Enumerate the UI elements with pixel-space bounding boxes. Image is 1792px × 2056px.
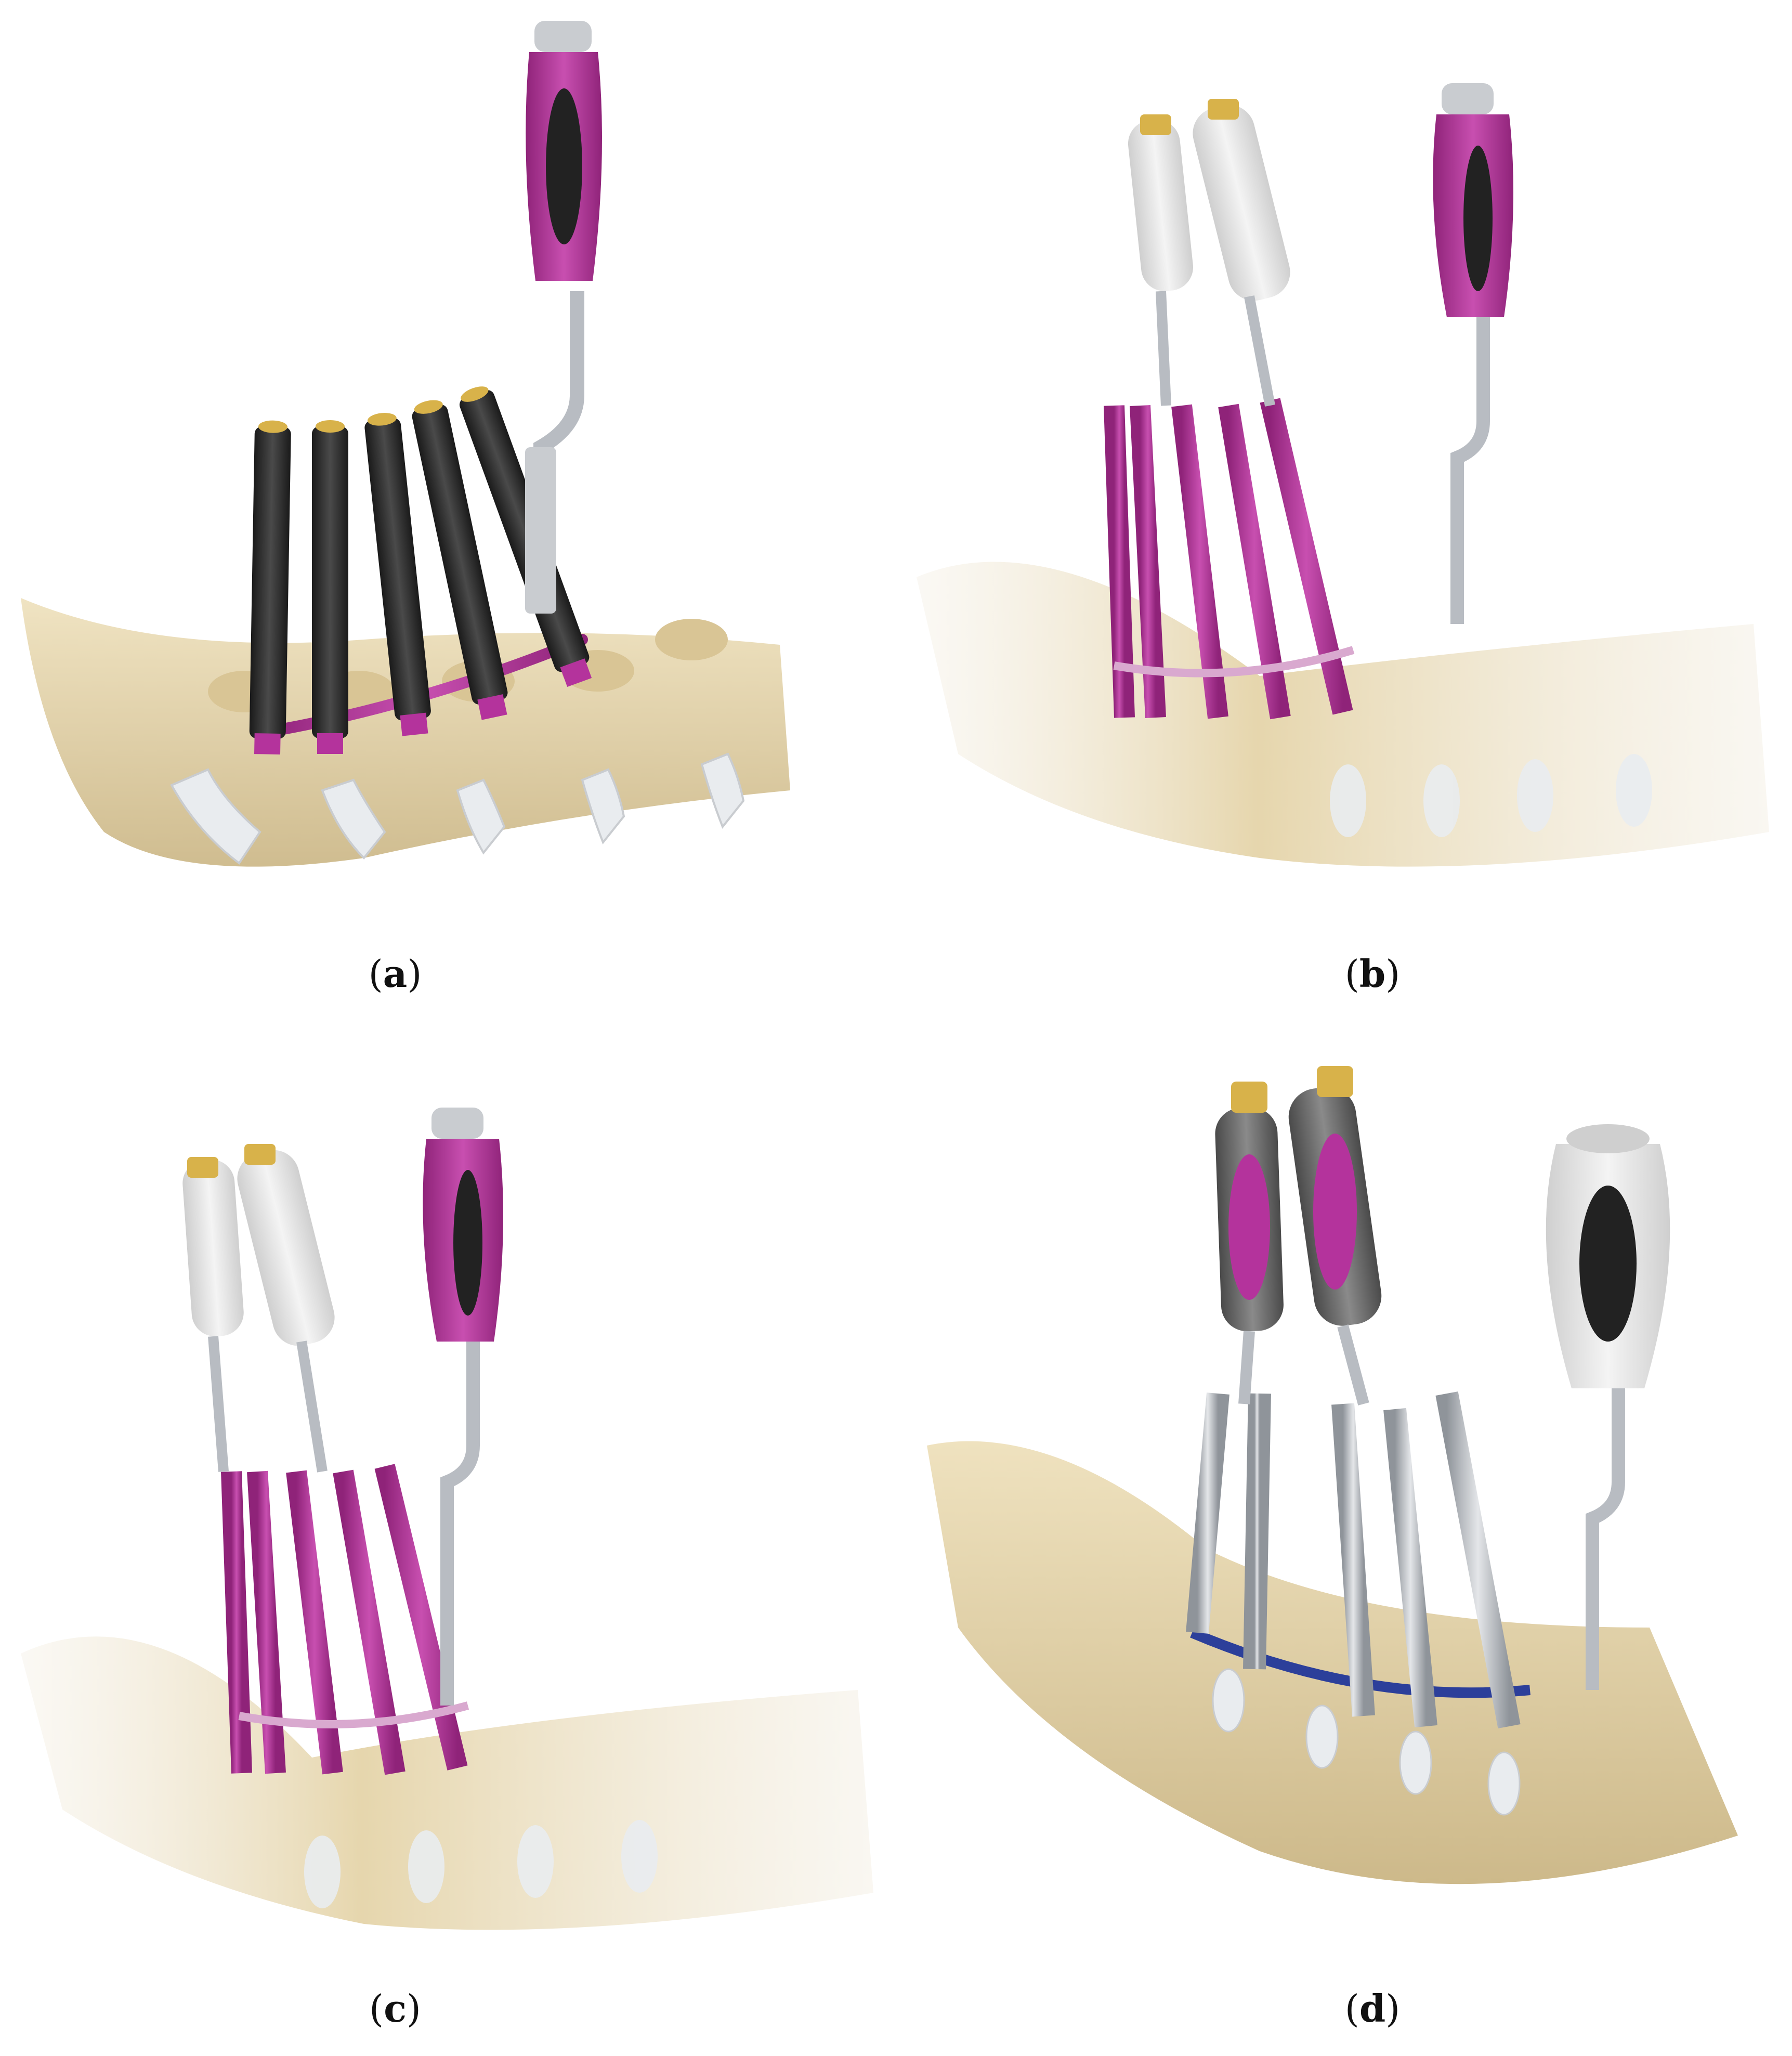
rod-inserter-white-d	[1546, 1124, 1670, 1690]
panel-b-illustration	[896, 0, 1792, 926]
panel-c-svg	[21, 1108, 873, 1930]
rod-inserter-purple-handle	[525, 21, 602, 614]
panel-c-illustration	[0, 1030, 896, 1955]
caption-b: (b)	[1344, 952, 1401, 996]
caption-c: (c)	[369, 1986, 422, 2031]
caption-d: (d)	[1344, 1986, 1401, 2031]
panel-d-illustration	[896, 1030, 1792, 1955]
extenders-steel-d	[1186, 1391, 1521, 1729]
panel-b-svg	[917, 83, 1769, 867]
rod-inserter-b	[1433, 83, 1513, 624]
grey-handles-d	[1215, 1066, 1382, 1406]
white-handles-c	[182, 1144, 335, 1473]
panel-a-svg	[21, 21, 790, 867]
extenders-black	[249, 386, 592, 754]
rod-inserter-c	[423, 1108, 503, 1706]
caption-a: (a)	[368, 952, 422, 996]
white-handles-b	[1128, 99, 1290, 407]
panel-d-svg	[927, 1066, 1738, 1884]
panel-a-illustration	[0, 0, 896, 926]
